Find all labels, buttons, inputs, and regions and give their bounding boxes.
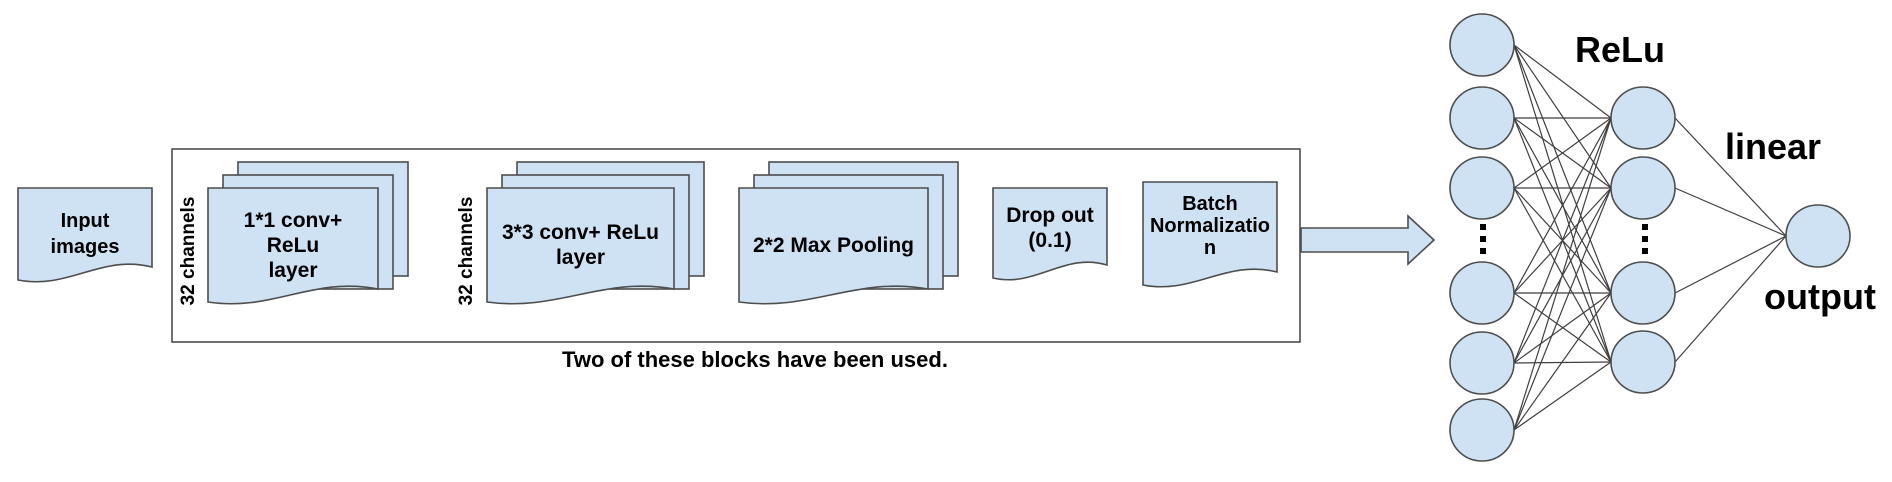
conv1x1-stack [207, 161, 409, 305]
linear-activation-label: linear [1724, 126, 1822, 167]
channels-label-1: 32 channels [178, 196, 199, 306]
connection-line [1674, 187, 1787, 237]
output-layer-node [1785, 204, 1851, 268]
hidden-layer-node [1610, 156, 1676, 220]
conv1x1-label: 1*1 conv+ ReLu layer [243, 208, 343, 282]
connection-line [1674, 235, 1787, 294]
maxpool-label: 2*2 Max Pooling [752, 233, 915, 257]
connection-line [1513, 44, 1612, 189]
repeated-block-box [171, 148, 1301, 343]
connection-line [1513, 361, 1612, 431]
connection-line [1513, 292, 1612, 431]
conv3x3-label: 3*3 conv+ ReLu layer [502, 221, 659, 269]
connection-line [1513, 117, 1612, 431]
conv3x3-stack [486, 161, 705, 305]
block-caption: Two of these blocks have been used. [562, 347, 948, 372]
input-images-document-shape [17, 187, 153, 283]
right-block-arrow [1300, 214, 1436, 266]
connection-line [1513, 117, 1612, 364]
connection-line [1513, 44, 1612, 119]
input-layer-node [1449, 261, 1515, 325]
hidden-layer-node [1610, 86, 1676, 150]
input-layer-ellipsis-dot [1480, 224, 1486, 230]
input-images-label: Input images [50, 210, 120, 258]
hidden-layer-ellipsis-dot [1642, 236, 1648, 242]
input-layer-node [1449, 398, 1515, 462]
connection-line [1513, 292, 1612, 364]
maxpool-stack [738, 161, 959, 305]
batchnorm-label: Batch Normalizatio n [1149, 193, 1271, 259]
dropout-document-shape [992, 187, 1108, 281]
hidden-layer-node [1610, 261, 1676, 325]
hidden-layer-ellipsis-dot [1642, 224, 1648, 230]
connection-line [1674, 235, 1787, 363]
input-layer-ellipsis-dot [1480, 248, 1486, 254]
conv1x1-document-shape [207, 187, 379, 305]
connection-line [1674, 117, 1787, 237]
input-layer-node [1449, 156, 1515, 220]
hidden-layer-ellipsis-dot [1642, 248, 1648, 254]
connection-line [1513, 44, 1612, 363]
output-label: output [1764, 276, 1876, 317]
conv3x3-document-shape [486, 187, 675, 305]
input-layer-node [1449, 86, 1515, 150]
hidden-layer-node [1610, 330, 1676, 394]
connection-line [1513, 44, 1612, 294]
relu-activation-label: ReLu [1575, 29, 1665, 70]
input-layer-node [1449, 13, 1515, 77]
connection-line [1513, 187, 1612, 431]
maxpool-document-shape [738, 187, 929, 305]
fully-connected-network [1449, 13, 1851, 462]
input-layer-node [1449, 331, 1515, 395]
channels-label-2: 32 channels [456, 196, 477, 306]
dropout-label: Drop out (0.1) [1006, 204, 1094, 252]
batchnorm-document-shape [1142, 181, 1278, 288]
input-layer-ellipsis-dot [1480, 236, 1486, 242]
connection-line [1513, 117, 1612, 294]
connection-line [1513, 117, 1612, 189]
